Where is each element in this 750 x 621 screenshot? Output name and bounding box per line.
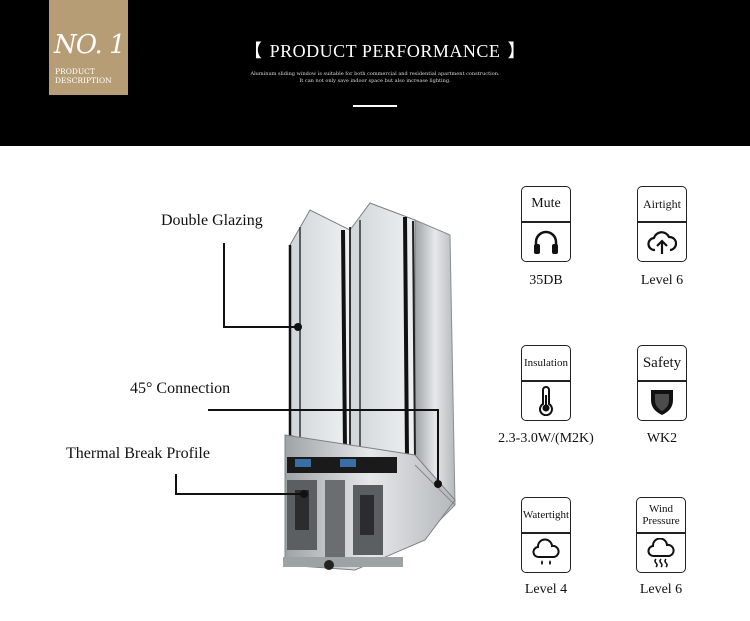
subtitle-line1: Aluminum sliding window is suitable for … <box>250 71 500 77</box>
leader-connection-h <box>208 409 438 411</box>
feature-label-mute: Mute <box>531 196 561 211</box>
feature-label-wind-pressure: Wind Pressure <box>642 503 680 527</box>
feature-value-safety: WK2 <box>646 431 678 446</box>
leader-dot-thermal <box>300 490 308 498</box>
tile-divider <box>638 380 686 382</box>
tile-divider <box>522 380 570 382</box>
feature-label-safety: Safety <box>642 355 682 371</box>
title-text: PRODUCT PERFORMANCE <box>269 41 501 61</box>
tile-divider <box>522 221 570 223</box>
feature-value-airtight: Level 6 <box>640 273 684 288</box>
title-underline <box>353 105 397 107</box>
label-thermal-break: Thermal Break Profile <box>66 445 210 462</box>
number-badge: NO. 1 PRODUCT DESCRIPTION <box>49 0 128 95</box>
badge-subtitle: PRODUCT DESCRIPTION <box>55 67 112 85</box>
leader-dot-connection <box>434 480 442 488</box>
tile-divider <box>638 221 686 223</box>
cloud-upload-icon <box>647 231 677 254</box>
feature-label-airtight: Airtight <box>643 197 681 211</box>
tile-divider <box>522 532 570 534</box>
badge-number: NO. 1 <box>54 30 126 60</box>
feature-tile-wind-pressure: Wind Pressure <box>636 497 686 573</box>
headphones-icon <box>534 230 558 254</box>
feature-tile-mute: Mute <box>521 186 571 262</box>
tile-divider <box>637 532 685 534</box>
leader-connection-v <box>437 409 439 483</box>
leader-double-glazing-v <box>223 243 225 327</box>
leader-thermal-v <box>175 474 177 495</box>
feature-value-insulation: 2.3-3.0W/(M2K) <box>498 431 594 446</box>
wind-cloud-icon <box>647 538 675 568</box>
thermometer-icon <box>539 386 553 416</box>
page-title: 【 PRODUCT PERFORMANCE 】 <box>230 40 540 62</box>
header-banner: NO. 1 PRODUCT DESCRIPTION 【 PRODUCT PERF… <box>0 0 750 146</box>
feature-value-mute: 35DB <box>529 273 563 288</box>
feature-tile-safety: Safety <box>637 345 687 421</box>
badge-subtitle-line1: PRODUCT <box>55 67 95 76</box>
bracket-left: 【 <box>244 41 263 61</box>
subtitle-line2: It can not only save indoor space but al… <box>299 78 451 84</box>
badge-subtitle-line2: DESCRIPTION <box>55 76 112 85</box>
feature-tile-watertight: Watertight <box>521 497 571 573</box>
bracket-right: 】 <box>507 41 526 61</box>
leader-dot-double-glazing <box>294 323 302 331</box>
feature-tile-insulation: Insulation <box>521 345 571 421</box>
feature-tile-airtight: Airtight <box>637 186 687 262</box>
window-profile-illustration <box>283 202 456 571</box>
feature-value-watertight: Level 4 <box>524 582 568 597</box>
shield-icon <box>651 390 673 415</box>
leader-thermal-h <box>175 493 302 495</box>
feature-label-insulation: Insulation <box>524 357 568 369</box>
leader-double-glazing-h <box>223 326 297 328</box>
label-double-glazing: Double Glazing <box>161 212 263 229</box>
rain-cloud-icon <box>532 538 560 565</box>
feature-value-wind-pressure: Level 6 <box>639 582 683 597</box>
page-subtitle: Aluminum sliding window is suitable for … <box>200 71 550 85</box>
label-45-connection: 45° Connection <box>130 380 231 397</box>
feature-label-watertight: Watertight <box>522 509 570 521</box>
